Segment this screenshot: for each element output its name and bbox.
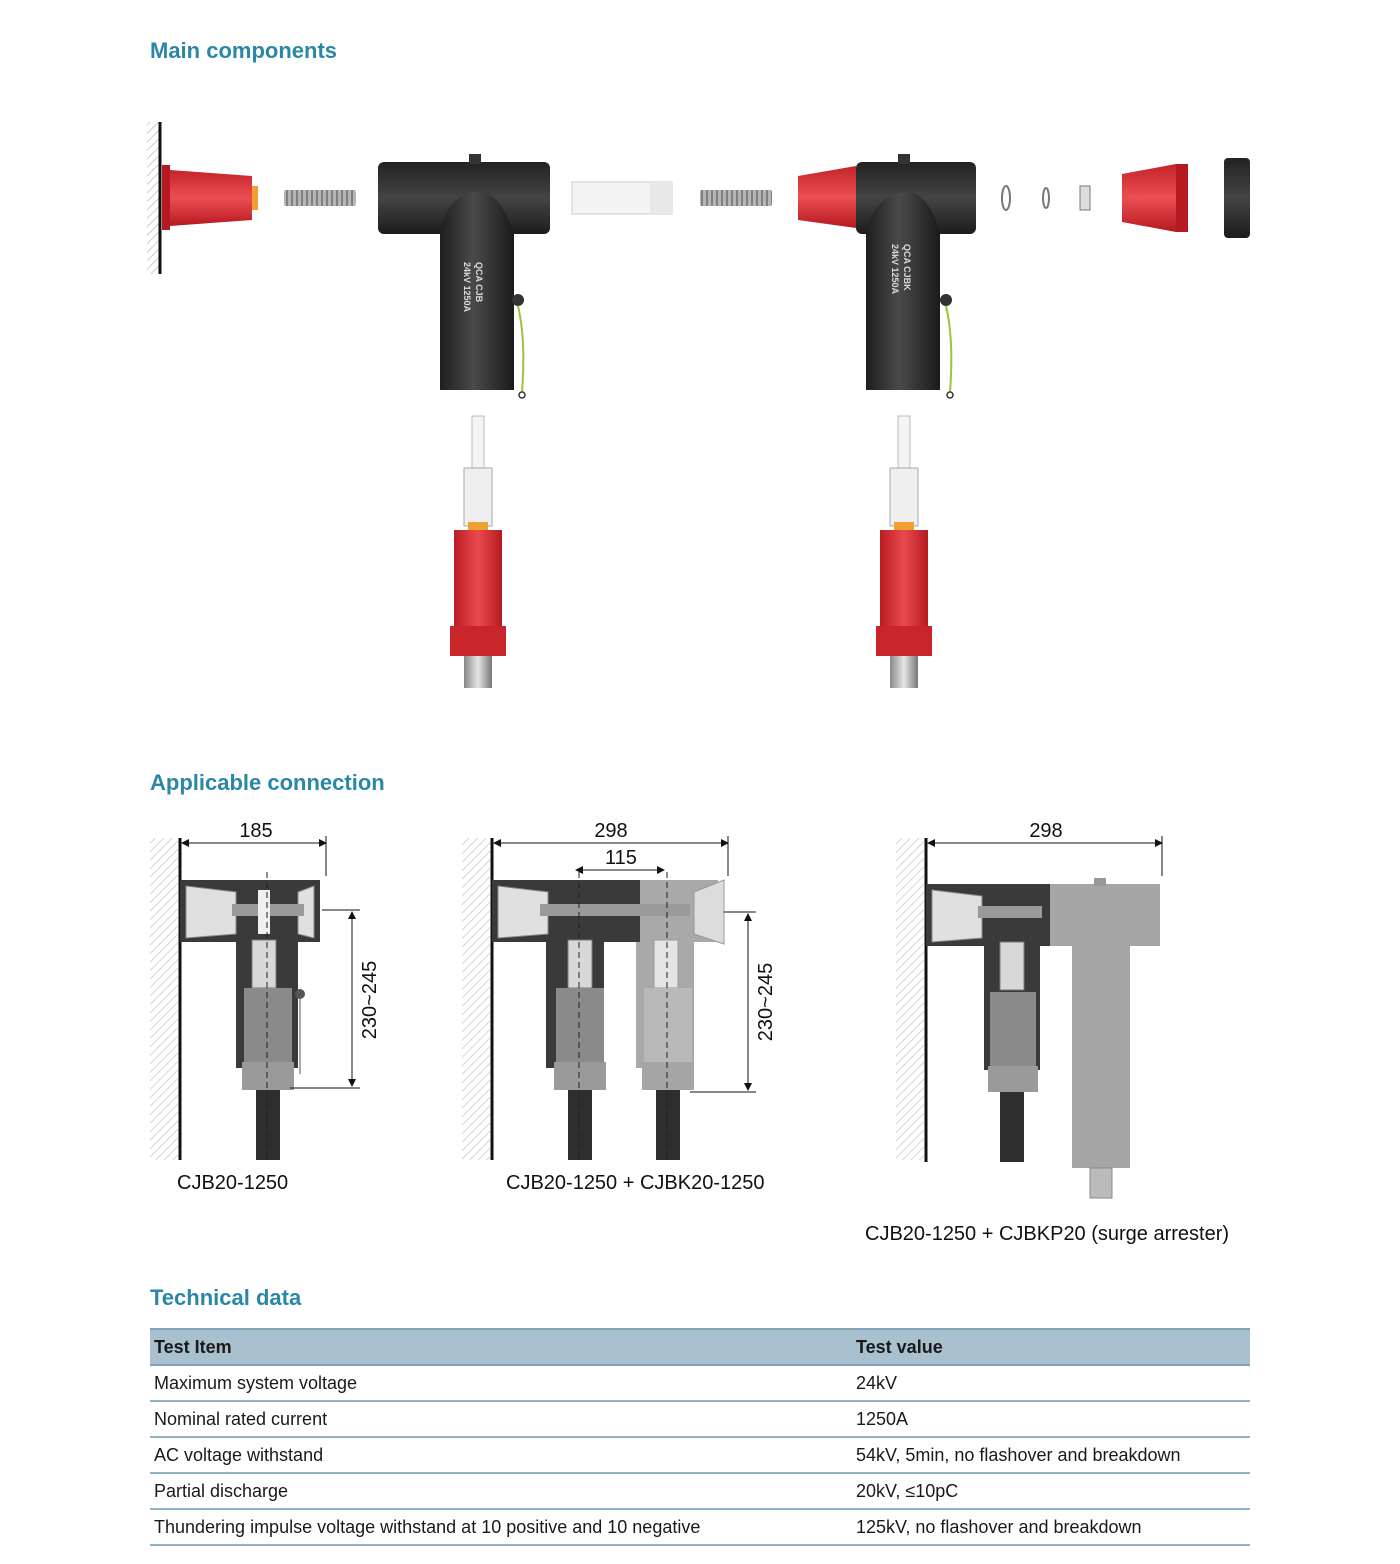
washers-and-nut [1001, 185, 1091, 211]
table-row: AC voltage withstand 54kV, 5min, no flas… [150, 1437, 1250, 1474]
cable-termination-right [876, 415, 932, 688]
column-header-test-item: Test Item [150, 1328, 852, 1366]
caption-cjb20-cjbkp20: CJB20-1250 + CJBKP20 (surge arrester) [865, 1223, 1230, 1245]
cell-test-value: 1250A [852, 1401, 1250, 1438]
marking-right-1: QCA CJBK [902, 244, 912, 291]
table-row: Nominal rated current 1250A [150, 1401, 1250, 1438]
column-header-test-value: Test value [852, 1328, 1250, 1366]
bushing-left [162, 165, 258, 230]
table-row: Thundering impulse voltage withstand at … [150, 1509, 1250, 1546]
cell-test-item: Nominal rated current [150, 1401, 852, 1438]
drawing-cjb20-cjbkp20: 298 [896, 820, 1163, 1199]
threaded-stud-2 [700, 190, 772, 206]
dim-height-2: 230~245 [755, 963, 777, 1041]
table-row: Maximum system voltage 24kV [150, 1365, 1250, 1402]
cell-test-item: Thundering impulse voltage withstand at … [150, 1509, 852, 1546]
marking-right-2: 24kV 1250A [890, 244, 900, 295]
technical-data-table: Test Item Test value Maximum system volt… [150, 1328, 1250, 1546]
drawing-cjb20-cjbk20: 298 115 230~245 [462, 820, 777, 1160]
section-title-main-components: Main components [150, 38, 338, 63]
cell-test-value: 20kV, ≤10pC [852, 1473, 1250, 1510]
exploded-components-diagram: QCA CJB 24kV 1250A QCA CJBK 24kV 1250A [147, 122, 1250, 688]
cell-test-item: Maximum system voltage [150, 1365, 852, 1402]
dim-width-2: 298 [594, 820, 627, 842]
dim-width-3: 298 [1029, 820, 1062, 842]
cell-test-value: 125kV, no flashover and breakdown [852, 1509, 1250, 1546]
cell-test-item: Partial discharge [150, 1473, 852, 1510]
dim-width-1: 185 [239, 820, 272, 842]
table-row: Partial discharge 20kV, ≤10pC [150, 1473, 1250, 1510]
cell-test-item: AC voltage withstand [150, 1437, 852, 1474]
marking-left-1: QCA CJB [474, 262, 484, 303]
section-title-applicable-connection: Applicable connection [150, 770, 385, 795]
connection-drawings: 185 230~245 298 115 230~245 [150, 820, 1163, 1199]
marking-left-2: 24kV 1250A [462, 262, 472, 313]
drawing-cjb20: 185 230~245 [150, 820, 381, 1160]
cell-test-value: 24kV [852, 1365, 1250, 1402]
coupling-insulator [571, 181, 673, 215]
wall-mount [147, 122, 162, 274]
cell-test-value: 54kV, 5min, no flashover and breakdown [852, 1437, 1250, 1474]
section-title-technical-data: Technical data [150, 1285, 302, 1310]
dim-inner-2: 115 [605, 847, 637, 869]
threaded-stud-1 [284, 190, 356, 206]
t-connector-cjbk: QCA CJBK 24kV 1250A [798, 154, 976, 399]
caption-cjb20: CJB20-1250 [177, 1172, 289, 1194]
rear-cap [1224, 158, 1250, 238]
caption-cjb20-cjbk20: CJB20-1250 + CJBK20-1250 [506, 1172, 765, 1194]
dim-height-1: 230~245 [359, 961, 381, 1039]
insulating-plug [1122, 164, 1188, 232]
table-header-row: Test Item Test value [150, 1328, 1250, 1366]
cable-termination-left [450, 415, 506, 688]
t-connector-cjb: QCA CJB 24kV 1250A [378, 154, 550, 399]
